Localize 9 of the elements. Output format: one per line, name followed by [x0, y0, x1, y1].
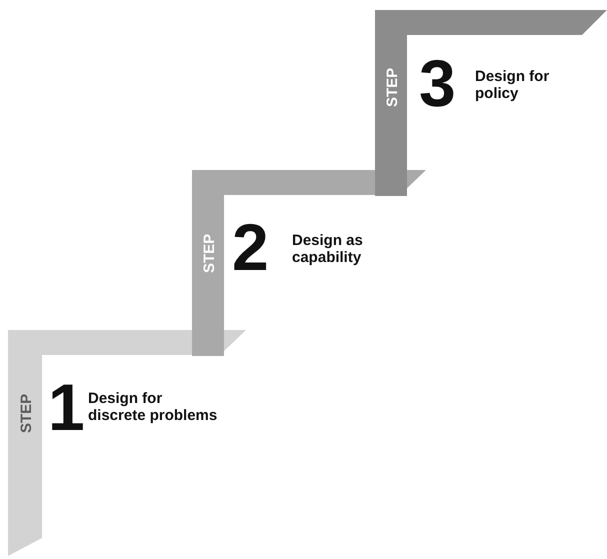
step-number: 3: [419, 50, 456, 116]
step-title: Design as capability: [292, 232, 364, 266]
step-label: STEP: [201, 234, 218, 273]
step-number: 2: [232, 214, 269, 280]
step-label: STEP: [384, 68, 401, 107]
step-label: STEP: [18, 394, 35, 433]
step-title: Design for discrete problems: [88, 390, 218, 424]
step-number: 1: [48, 374, 85, 440]
step-title: Design for policy: [475, 68, 550, 102]
